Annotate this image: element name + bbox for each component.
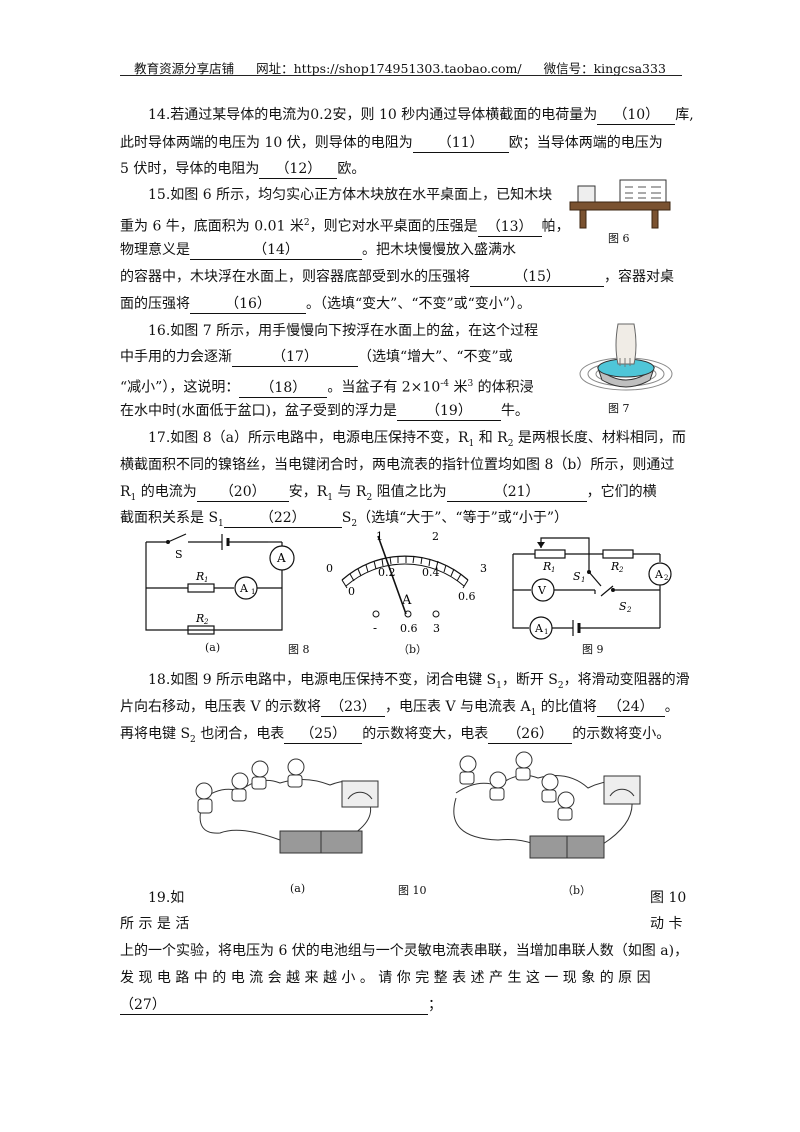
figure-8-caption: 图 8 bbox=[288, 643, 310, 656]
fig8b-unit-A: A bbox=[401, 593, 412, 608]
svg-text:2: 2 bbox=[203, 618, 209, 626]
q18-line3: 再将电键 S2 也闭合，电表（25）的示数将变大，电表（26）的示数将变小。 bbox=[120, 726, 671, 745]
q15-line3: 物理意义是（14）。把木块慢慢放入盛满水 bbox=[120, 242, 516, 260]
blank-22: （22） bbox=[223, 510, 342, 528]
blank-25: （25） bbox=[284, 726, 363, 744]
blank-13: （13） bbox=[477, 219, 542, 237]
fig8b-tick-b04: 0.4 bbox=[422, 566, 440, 579]
figure-6-table bbox=[569, 179, 671, 229]
fig8-label-R2: R bbox=[195, 612, 204, 625]
svg-text:1: 1 bbox=[251, 588, 255, 596]
fig8b-tick-3: 3 bbox=[480, 562, 487, 575]
blank-24: （24） bbox=[596, 699, 665, 717]
fig8b-terminal-minus: - bbox=[373, 621, 377, 635]
fig8b-terminal-06: 0.6 bbox=[400, 622, 418, 635]
blank-23: （23） bbox=[321, 699, 386, 717]
fig9-label-S2: S bbox=[619, 600, 627, 613]
figure-7-basin bbox=[579, 323, 673, 391]
blank-20: （20） bbox=[196, 484, 289, 502]
q15-line4: 的容器中，木块浮在水面上，则容器底部受到水的压强将（15），容器对桌 bbox=[120, 269, 674, 287]
fig8-ammeter-A1: A bbox=[239, 582, 249, 595]
fig8b-terminal-3: 3 bbox=[433, 622, 440, 635]
fig9-label-R2: R bbox=[610, 560, 619, 573]
page-header: 教育资源分享店铺 网址：https://shop174951303.taobao… bbox=[0, 58, 800, 77]
svg-text:2: 2 bbox=[618, 566, 624, 574]
blank-19: （19） bbox=[396, 403, 501, 421]
figure-10-caption-center: 图 10 bbox=[398, 884, 427, 897]
fig9-label-S1: S bbox=[573, 570, 581, 583]
q16-line2: 中手用的力会逐渐（17）（选填“增大”、“不变”或 bbox=[120, 349, 513, 367]
blank-16: （16） bbox=[190, 296, 306, 314]
fig8b-tick-1: 1 bbox=[376, 530, 383, 543]
svg-text:1: 1 bbox=[581, 576, 585, 584]
q17-line4: 截面积关系是 S1（22）S2（选填“大于”、“等于”或“小于”） bbox=[120, 510, 569, 529]
header-wechat: 微信号：kingcsa333 bbox=[543, 61, 666, 76]
figure-8a-circuit: S A A 1 R 1 R 2 bbox=[145, 533, 295, 635]
header-url: 网址：https://shop174951303.taobao.com/ bbox=[256, 61, 522, 76]
figure-10a-label: (a) bbox=[290, 882, 306, 895]
fig8-label-R1: R bbox=[195, 570, 204, 583]
q17-line3: R1 的电流为（20）安，R1 与 R2 阻值之比为（21），它们的横 bbox=[120, 484, 657, 503]
q18-line2: 片向右移动，电压表 V 的示数将（23），电压表 V 与电流表 A1 的比值将（… bbox=[120, 699, 679, 718]
fig8b-tick-b0: 0 bbox=[348, 585, 355, 598]
q14-line2: 此时导体两端的电压为 10 伏，则导体的电阻为（11）欧；当导体两端的电压为 bbox=[120, 135, 663, 153]
fig8-label-S: S bbox=[175, 548, 183, 561]
q15-line2: 重为 6 牛，底面积为 0.01 米2，则它对水平桌面的压强是（13）帕， bbox=[120, 218, 570, 237]
q14-line1: 14.若通过某导体的电流为0.2安，则 10 秒内通过导体横截面的电荷量为（10… bbox=[148, 107, 694, 125]
fig9-label-R1: R bbox=[542, 560, 551, 573]
fig8b-tick-b06: 0.6 bbox=[458, 590, 476, 603]
q15-line5: 面的压强将（16）。（选填“变大”、“不变”或“变小”）。 bbox=[120, 296, 531, 314]
figure-9-circuit: R 1 R 2 S 1 S 2 V A 2 A 1 bbox=[512, 537, 672, 640]
blank-26: （26） bbox=[488, 726, 573, 744]
fig8-ammeter-A: A bbox=[276, 551, 286, 565]
figure-10a-illustration bbox=[195, 758, 379, 854]
blank-27: （27） bbox=[120, 997, 428, 1015]
figure-8a-label: (a) bbox=[205, 641, 221, 654]
figure-9-caption: 图 9 bbox=[582, 643, 604, 656]
fig8b-tick-0: 0 bbox=[326, 562, 333, 575]
blank-10: （10） bbox=[597, 107, 676, 125]
header-shop: 教育资源分享店铺 bbox=[134, 61, 235, 76]
q19-line2b: 动 卡 bbox=[650, 916, 683, 932]
blank-18: （18） bbox=[239, 380, 328, 398]
fig9-voltmeter-V: V bbox=[537, 584, 547, 597]
q19-line2a: 所 示 是 活 bbox=[120, 916, 190, 932]
q19-line5: （27）； bbox=[120, 997, 442, 1015]
svg-text:1: 1 bbox=[551, 566, 555, 574]
q19-line1: 19.如 bbox=[148, 890, 185, 906]
q17-line2: 横截面积不同的镍铬丝，当电键闭合时，两电流表的指针位置均如图 8（b）所示，则通… bbox=[120, 457, 675, 473]
blank-14: （14） bbox=[190, 242, 362, 260]
q16-line3: “减小”），这说明：（18）。当盆子有 2×10-4 米3 的体积浸 bbox=[120, 379, 534, 398]
blank-12: （12） bbox=[259, 161, 338, 179]
fig9-ammeter-A: A bbox=[654, 568, 664, 581]
blank-21: （21） bbox=[446, 484, 587, 502]
figure-10b-label: （b） bbox=[562, 884, 592, 897]
q19-line4: 发 现 电 路 中 的 电 流 会 越 来 越 小 。 请 你 完 整 表 述 … bbox=[120, 970, 651, 986]
header-rule bbox=[120, 75, 682, 76]
q16-line4: 在水中时(水面低于盆口)，盆子受到的浮力是（19）牛。 bbox=[120, 403, 529, 421]
figure-10-caption-right: 图 10 bbox=[650, 890, 687, 906]
fig9-ammeter-A1: A bbox=[534, 622, 544, 635]
figure-6-caption: 图 6 bbox=[608, 232, 630, 245]
blank-17: （17） bbox=[232, 349, 358, 367]
figure-8b-ammeter: 0 1 2 3 0 0.2 0.4 0.6 A - 0.6 3 bbox=[326, 530, 487, 635]
svg-text:2: 2 bbox=[626, 606, 632, 614]
svg-text:2: 2 bbox=[664, 574, 668, 582]
figure-8b-label: （b） bbox=[398, 643, 428, 656]
q17-line1: 17.如图 8（a）所示电路中，电源电压保持不变，R1 和 R2 是两根长度、材… bbox=[148, 430, 686, 449]
svg-text:1: 1 bbox=[204, 576, 208, 584]
q18-line1: 18.如图 9 所示电路中，电源电压保持不变，闭合电键 S1，断开 S2，将滑动… bbox=[148, 672, 690, 691]
blank-11: （11） bbox=[412, 135, 509, 153]
q16-line1: 16.如图 7 所示，用手慢慢向下按浮在水面上的盆，在这个过程 bbox=[148, 323, 539, 339]
q15-line1: 15.如图 6 所示，均匀实心正方体木块放在水平桌面上，已知木块 bbox=[148, 187, 553, 203]
figure-7-caption: 图 7 bbox=[608, 402, 630, 415]
q19-line3: 上的一个实验，将电压为 6 伏的电池组与一个灵敏电流表串联，当增加串联人数（如图… bbox=[120, 943, 689, 959]
blank-15: （15） bbox=[470, 269, 604, 287]
q14-line3: 5 伏时，导体的电阻为（12）欧。 bbox=[120, 161, 366, 179]
figure-10b-illustration bbox=[453, 751, 641, 859]
fig8b-tick-b02: 0.2 bbox=[378, 566, 396, 579]
svg-text:1: 1 bbox=[544, 628, 548, 636]
fig8b-tick-2: 2 bbox=[432, 530, 439, 543]
